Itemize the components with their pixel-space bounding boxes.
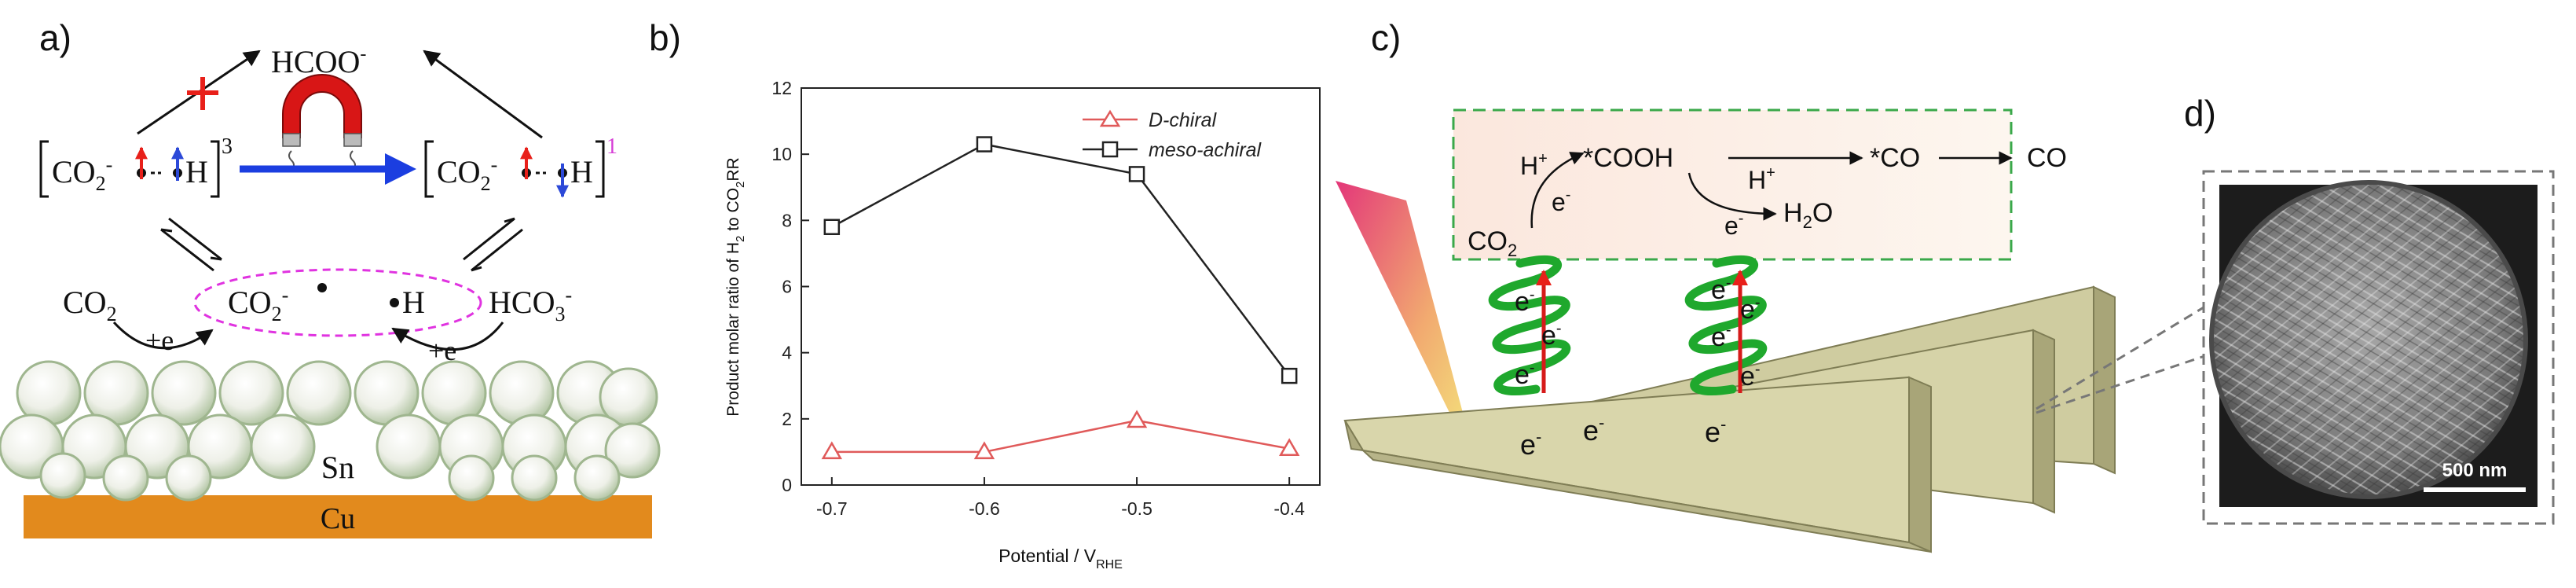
data-point-meso-achiral (823, 219, 841, 235)
x-tick-label: -0.7 (816, 498, 848, 519)
legend-label-d-chiral: D-chiral (1149, 109, 1218, 131)
panel-label-a: a) (39, 17, 71, 58)
svg-text:e-: e- (1711, 274, 1731, 305)
y-tick-label: 0 (782, 475, 792, 495)
data-point-meso-achiral (1281, 367, 1298, 384)
data-point-d-chiral (821, 441, 842, 460)
co2-radical-label: CO2- (228, 284, 288, 325)
svg-text:CO2-: CO2- (52, 153, 112, 195)
box-star-co: *CO (1870, 143, 1920, 173)
svg-text:3: 3 (222, 134, 233, 159)
panel-label-c: c) (1371, 17, 1401, 58)
series-line-meso-achiral (831, 143, 1291, 377)
box-e-minus-1: e- (1552, 186, 1570, 216)
box-curve-arrow-2 (1687, 172, 1777, 221)
helical-plates (1343, 285, 2116, 553)
box-h-plus-1: H+ (1520, 150, 1548, 180)
scale-bar (2424, 487, 2526, 492)
sn-label: Sn (321, 450, 354, 485)
cu-label: Cu (321, 502, 355, 535)
y-tick-label: 10 (771, 144, 792, 164)
data-point-meso-achiral (1128, 166, 1145, 182)
y-tick-label: 8 (782, 210, 792, 230)
legend-label-meso-achiral: meso-achiral (1149, 139, 1262, 161)
svg-text:e-: e- (1541, 320, 1562, 351)
data-point-meso-achiral (976, 136, 993, 153)
series-line-d-chiral (831, 419, 1290, 454)
data-point-d-chiral (973, 441, 995, 460)
data-point-d-chiral (1279, 438, 1300, 456)
box-curve-arrow-1 (1530, 152, 1585, 229)
chiral-helix-2: e- e- e- e- (1684, 255, 1767, 396)
x-tick-label: -0.4 (1273, 498, 1305, 519)
scale-bar-label: 500 nm (2442, 460, 2508, 481)
adsorbed-intermediates-ellipse (193, 268, 482, 337)
svg-text:e-: e- (1711, 322, 1731, 352)
y-axis: 0 2 4 6 8 10 12 (771, 78, 809, 495)
box-e-minus-2: e- (1724, 210, 1743, 240)
plate-electron-1: e- (1520, 427, 1541, 461)
panel-d-sem-image: 500 nm (2202, 170, 2555, 525)
co2-left-label: CO2 (63, 285, 117, 325)
series-layer (821, 136, 1300, 460)
x-tick-label: -0.5 (1121, 498, 1152, 519)
svg-text:1: 1 (606, 134, 617, 159)
panel-label-d: d) (2184, 93, 2216, 134)
reaction-box (1452, 108, 2013, 261)
box-cooh: *COOH (1583, 143, 1673, 173)
svg-text:e-: e- (1740, 361, 1761, 391)
chiral-helix-1: e- e- e- (1488, 255, 1570, 396)
svg-text:CO2-: CO2- (437, 153, 497, 195)
box-co2: CO2 (1468, 226, 1517, 260)
singlet-complex: CO2- H 1 (424, 134, 617, 198)
x-tick-label: -0.6 (969, 498, 1000, 519)
reduction-arrow-left (112, 321, 214, 350)
cu-substrate (24, 495, 652, 538)
triplet-complex: CO2- H 3 (39, 134, 233, 198)
light-beam (1336, 181, 1479, 472)
sn-sphere-layer (0, 360, 661, 502)
hco3-label: HCO3- (489, 284, 572, 325)
data-point-d-chiral (1126, 410, 1148, 428)
y-tick-label: 6 (782, 277, 792, 297)
arrow-to-formate-right (423, 50, 543, 139)
box-h2o: H2O (1783, 198, 1833, 232)
plate-electron-3: e- (1705, 414, 1726, 448)
box-co: CO (2027, 143, 2067, 173)
equilibrium-arrows-right (463, 217, 523, 272)
panel-label-b: b) (649, 17, 681, 58)
plate-electron-2: e- (1583, 413, 1604, 447)
y-tick-label: 12 (771, 78, 792, 98)
blocked-cross-icon (187, 77, 218, 110)
reduction-arrow-right (391, 322, 504, 351)
formate-label: HCOO- (271, 44, 366, 79)
y-tick-label: 4 (782, 343, 792, 363)
y-tick-label: 2 (782, 409, 792, 429)
zoom-line-top (2036, 301, 2212, 410)
x-axis-title: Potential / VRHE (999, 546, 1123, 571)
svg-text:e-: e- (1740, 294, 1761, 325)
svg-text:H: H (185, 154, 208, 189)
panel-c: CO2 H+ e- *COOH H+ *CO CO e- H2O e- e- e… (1336, 108, 2212, 553)
plus-e-left: +e (145, 325, 174, 356)
panel-b-chart: 0 2 4 6 8 10 12 -0.7 -0.6 -0.5 -0.4 D-chiral meso… (724, 78, 1321, 571)
h-radical-label: H (402, 285, 425, 320)
plus-e-right: +e (428, 335, 456, 366)
x-axis: -0.7 -0.6 -0.5 -0.4 (816, 477, 1305, 519)
magnet-icon (282, 74, 362, 171)
y-axis-title: Product molar ratio of H2 to CO2RR (724, 157, 747, 416)
svg-text:H: H (570, 154, 593, 189)
box-h-plus-2: H+ (1748, 164, 1775, 194)
equilibrium-arrows-left (160, 217, 222, 272)
legend: D-chiral meso-achiral (1083, 109, 1262, 161)
panel-a: Cu (0, 44, 661, 538)
svg-text:e-: e- (1515, 359, 1535, 390)
svg-text:e-: e- (1515, 286, 1535, 317)
